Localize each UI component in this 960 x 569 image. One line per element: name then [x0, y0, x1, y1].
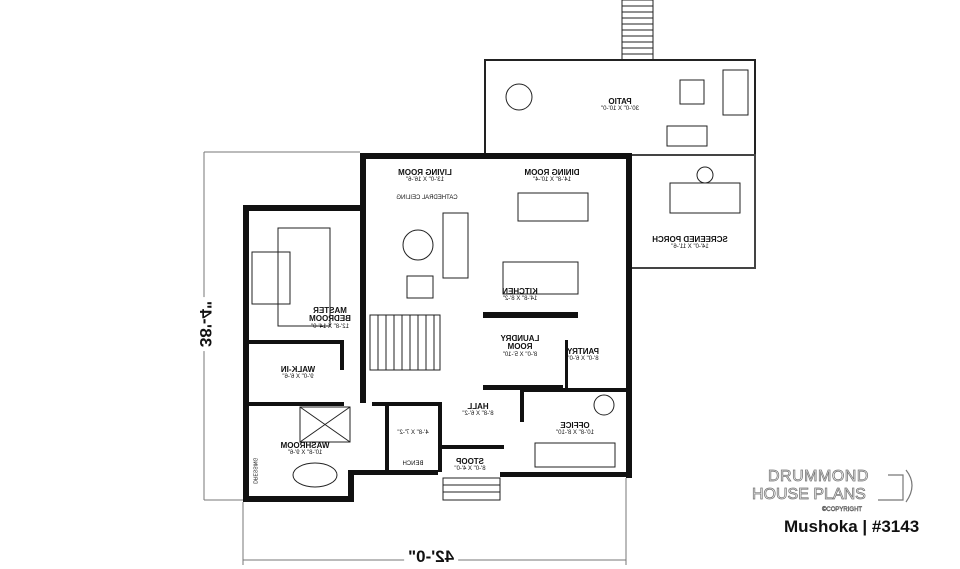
room-name: PATIO — [608, 97, 632, 106]
room-dims: 14'-0" X 11'-6" — [671, 244, 709, 251]
room-dims: 14'-8" X 8'-2" — [502, 296, 538, 303]
room-dims: 8'-0" X 5'-10" — [502, 351, 538, 358]
room-name: PANTRY — [567, 347, 599, 356]
bench-note: BENCH — [402, 461, 424, 467]
logo-mark — [878, 469, 913, 503]
room-name: WASHROOM — [280, 441, 330, 450]
screened-porch — [629, 154, 756, 269]
dimension-lines — [203, 151, 627, 565]
dressing-note: DRESSING — [251, 457, 258, 484]
room-label-closet: 4'-8" X 7'-2" — [397, 430, 428, 436]
room-dims: 9'-0" X 6'-6" — [282, 374, 314, 381]
room-dims: 30'-0" X 10'-0" — [601, 106, 639, 113]
room-name: SCREENED PORCH — [652, 235, 728, 244]
room-dims: 4'-8" X 7'-2" — [397, 430, 429, 436]
room-dims: 8'-0" X 4'-0" — [454, 466, 486, 473]
room-name: KITCHEN — [502, 287, 538, 296]
rear-stairs — [621, 0, 654, 61]
copyright-text: ©COPYRIGHT — [822, 507, 863, 513]
room-name: HALL — [467, 402, 489, 411]
room-name: OFFICE — [560, 421, 590, 430]
room-dims: 14'-8" X 10'-4" — [533, 177, 571, 184]
furniture — [251, 69, 749, 488]
room-name: LAUNDRY ROOM — [500, 334, 540, 352]
room-name: STOOP — [456, 457, 484, 466]
room-dims: 10'-8" X 9'-6" — [287, 450, 323, 457]
logo-line1: DRUMMOND — [768, 468, 869, 486]
room-dims: 8'-0" X 6'-0" — [567, 356, 599, 363]
cathedral-ceiling-note: CATHEDRAL CEILING — [396, 195, 458, 201]
walls — [243, 153, 632, 502]
logo-line2: HOUSE PLANS — [752, 486, 867, 504]
room-name: DINING ROOM — [524, 168, 580, 177]
front-steps — [442, 477, 501, 501]
depth-dimension: 38'-4" — [195, 296, 216, 352]
room-name: LIVING ROOM — [398, 168, 452, 177]
plan-title: Mushoka | #3143 — [784, 517, 920, 536]
room-dims: 13'-0" X 16'-6" — [406, 177, 444, 184]
room-name: MASTER BEDROOM — [309, 306, 351, 324]
room-dims: 10'-8" X 8'-10" — [556, 430, 594, 437]
width-dimension: 42'-0" — [404, 547, 459, 567]
room-name: WALK-IN — [280, 365, 316, 374]
room-dims: 8'-8" X 6'-2" — [462, 411, 494, 418]
room-dims: 12'-8" X 14'-0" — [311, 323, 349, 330]
